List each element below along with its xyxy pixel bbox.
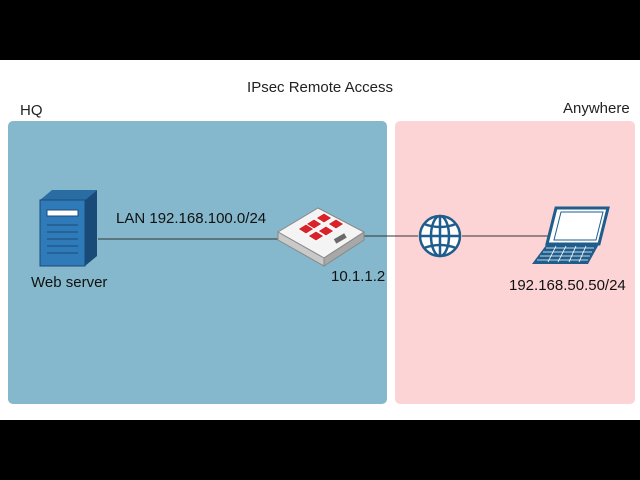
- laptop-ip-label: 192.168.50.50/24: [509, 277, 626, 294]
- diagram-title: IPsec Remote Access: [247, 79, 393, 96]
- zone-anywhere: [395, 121, 635, 404]
- lan-subnet-label: LAN 192.168.100.0/24: [116, 210, 267, 227]
- network-diagram: [39, 190, 610, 267]
- fortigate-firewall-icon: [277, 207, 365, 267]
- server-icon: [39, 190, 97, 267]
- diagram-canvas: IPsec Remote Access HQ Anywhere: [0, 60, 640, 420]
- letterbox-bottom: [0, 420, 640, 480]
- zone-anywhere-label: Anywhere: [563, 100, 630, 117]
- globe-icon: [418, 214, 462, 258]
- letterbox-top: [0, 0, 640, 60]
- laptop-icon: [532, 206, 610, 264]
- web-server-label: Web server: [31, 274, 108, 291]
- firewall-ip-label: 10.1.1.2: [331, 268, 386, 285]
- zone-hq-label: HQ: [20, 102, 43, 119]
